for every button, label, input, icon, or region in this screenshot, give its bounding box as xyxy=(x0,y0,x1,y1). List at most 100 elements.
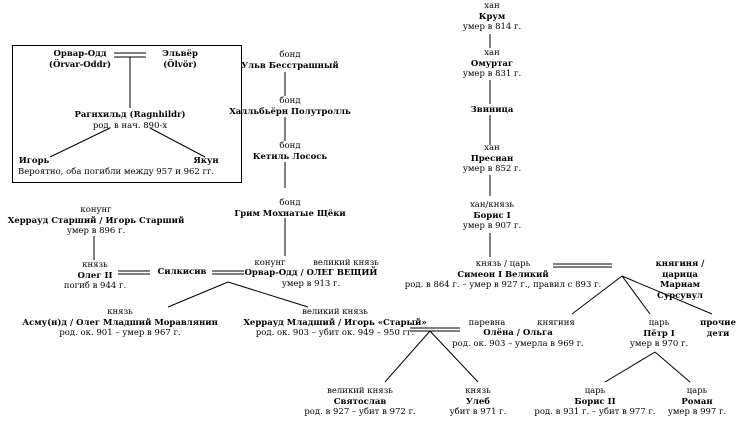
node-svyatoslav: великий князь Святослав род. в 927 – уби… xyxy=(304,386,415,418)
node-title: великий князь xyxy=(327,386,393,396)
node-herraud-sr: конунг Херрауд Старший / Игорь Старший у… xyxy=(8,205,185,237)
node-oleg-veshchiy: конунг xyxy=(254,258,285,269)
node-name: Эльвёр (Ölvör) xyxy=(162,49,198,70)
node-title: князь / царь xyxy=(475,259,531,269)
node-note: погиб в 944 г. xyxy=(63,281,127,291)
node-note: умер в 852 г. xyxy=(462,164,522,174)
node-name: Святослав xyxy=(333,396,387,407)
node-presian: хан Пресиан умер в 852 г. xyxy=(463,143,521,175)
node-name: прочие дети xyxy=(700,318,736,339)
node-name: Орвар-Одд / ОЛЕГ ВЕЩИЙ xyxy=(244,268,378,278)
node-roman: царь Роман умер в 997 г. xyxy=(668,386,726,418)
node-title: хан xyxy=(484,1,500,11)
node-name: Херрауд Младший / Игорь «Старый» xyxy=(243,317,427,328)
descent-line-svyatoslav xyxy=(384,330,431,383)
node-name: Пётр I xyxy=(643,328,675,339)
node-ulv: бонд Ульв Бесстрашный xyxy=(241,50,338,71)
node-name: Ульв Бесстрашный xyxy=(241,60,339,71)
descent-line-other-children xyxy=(621,275,713,315)
node-title-2: великий князь xyxy=(313,258,379,268)
node-name: Силкисив xyxy=(157,267,207,277)
node-title: князь xyxy=(82,260,108,270)
node-note: род. в 927 – убит в 972 г. xyxy=(304,407,416,417)
node-ragnhild: Рагнхильд (Ragnhildr) род. в нач. 890-х xyxy=(74,110,185,131)
node-name: Пресиан xyxy=(470,153,514,164)
node-mariam: княгиня / царица Мариам Сурсувул xyxy=(645,259,715,301)
node-title: царь xyxy=(584,386,606,396)
node-note: умер в 970 г. xyxy=(629,339,689,349)
node-name: Улеб xyxy=(466,396,490,407)
node-title: бонд xyxy=(279,50,301,60)
node-name: Симеон I Великий xyxy=(457,269,549,280)
node-yakun: Якун xyxy=(193,156,218,167)
descent-line-asmud xyxy=(167,281,229,308)
node-title: бонд xyxy=(279,96,301,106)
node-title: царь xyxy=(648,318,670,328)
node-note: умер в 913 г. xyxy=(281,278,341,289)
descent-line-roman xyxy=(654,351,691,383)
node-olga-title2: княгиня xyxy=(537,318,575,329)
node-herraud-jr: великий князь Херрауд Младший / Игорь «С… xyxy=(243,307,426,339)
node-name: Крум xyxy=(478,11,506,22)
node-note: род. ок. 903 – умерла в 969 г. xyxy=(452,338,584,349)
node-name: Борис I xyxy=(473,210,511,221)
node-name: Звиница xyxy=(470,105,514,115)
node-hallbjorn: бонд Халльбьёрн Полутролль xyxy=(229,96,351,117)
node-note: род. ок. 901 – умер в 967 г. xyxy=(59,328,181,338)
node-title: хан xyxy=(484,143,500,153)
node-title: царь xyxy=(686,386,708,396)
node-title: бонд xyxy=(279,141,301,151)
node-note: род. в 931 г. – убит в 977 г. xyxy=(534,407,656,417)
node-note: убит в 971 г. xyxy=(449,407,507,417)
node-name: Омуртаг xyxy=(470,58,514,69)
node-note: род. в нач. 890-х xyxy=(92,120,168,131)
node-uleb: князь Улеб убит в 971 г. xyxy=(450,386,507,418)
node-title-2: княгиня xyxy=(537,318,575,328)
descent-line-herraud-jr xyxy=(227,281,309,308)
node-orvar-oddr-box: Орвар-Одд (Örvar-Oddr) xyxy=(49,49,111,70)
node-name: Якун xyxy=(193,156,219,166)
descent-line-yakun xyxy=(149,127,206,158)
node-omurtag: хан Омуртаг умер в 831 г. xyxy=(463,48,521,80)
node-name: Грим Мохнатые Щёки xyxy=(234,208,346,219)
node-title: князь xyxy=(465,386,491,396)
node-oleg-veshchiy-title2: великий князь xyxy=(313,258,379,269)
node-note: умер в 831 г. xyxy=(462,69,522,79)
node-name: княгиня / царица Мариам Сурсувул xyxy=(655,259,705,301)
node-zvinitsa: Звиница xyxy=(471,105,514,116)
node-asmud: князь Асму(н)д / Олег Младший Моравлянин… xyxy=(22,307,218,339)
node-note: умер в 997 г. xyxy=(667,407,727,417)
node-name: Роман xyxy=(681,396,713,407)
box-orvar-descendants xyxy=(12,45,242,183)
node-ketil: бонд Кетиль Лосось xyxy=(253,141,327,162)
node-name: Игорь xyxy=(18,156,50,166)
node-title: конунг xyxy=(80,205,112,215)
node-title: князь xyxy=(107,307,133,317)
node-note: умер в 814 г. xyxy=(462,22,522,32)
box-note: Вероятно, оба погибли между 957 и 962 гг… xyxy=(18,167,215,177)
node-petr: царь Пётр I умер в 970 г. xyxy=(630,318,688,350)
node-title: хан xyxy=(484,48,500,58)
node-silkisif: Силкисив xyxy=(158,267,207,278)
node-olga: Олёна / Ольга род. ок. 903 – умерла в 96… xyxy=(452,328,584,349)
node-name: Олёна / Ольга xyxy=(483,328,553,338)
node-title: хан/князь xyxy=(469,200,514,210)
descent-line-petr xyxy=(621,275,651,315)
node-boris1: хан/князь Борис I умер в 907 г. xyxy=(463,200,521,232)
descent-line-olga-bulgarian xyxy=(571,275,623,315)
node-title: конунг xyxy=(254,258,286,268)
node-krum: хан Крум умер в 814 г. xyxy=(463,1,521,33)
node-simeon: князь / царь Симеон I Великий род. в 864… xyxy=(405,259,601,291)
node-oleg2: князь Олег II погиб в 944 г. xyxy=(64,260,126,292)
node-olga-title: паревна xyxy=(469,318,506,329)
node-boris2: царь Борис II род. в 931 г. – убит в 977… xyxy=(534,386,655,418)
node-name: Борис II xyxy=(574,396,616,407)
node-name: Халльбьёрн Полутролль xyxy=(229,106,351,117)
node-name: Херрауд Старший / Игорь Старший xyxy=(7,215,185,226)
node-name: Орвар-Одд (Örvar-Oddr) xyxy=(48,49,112,70)
node-title: великий князь xyxy=(302,307,368,317)
node-note: умер в 907 г. xyxy=(462,221,522,231)
node-title: бонд xyxy=(279,198,301,208)
node-title: паревна xyxy=(468,318,506,328)
